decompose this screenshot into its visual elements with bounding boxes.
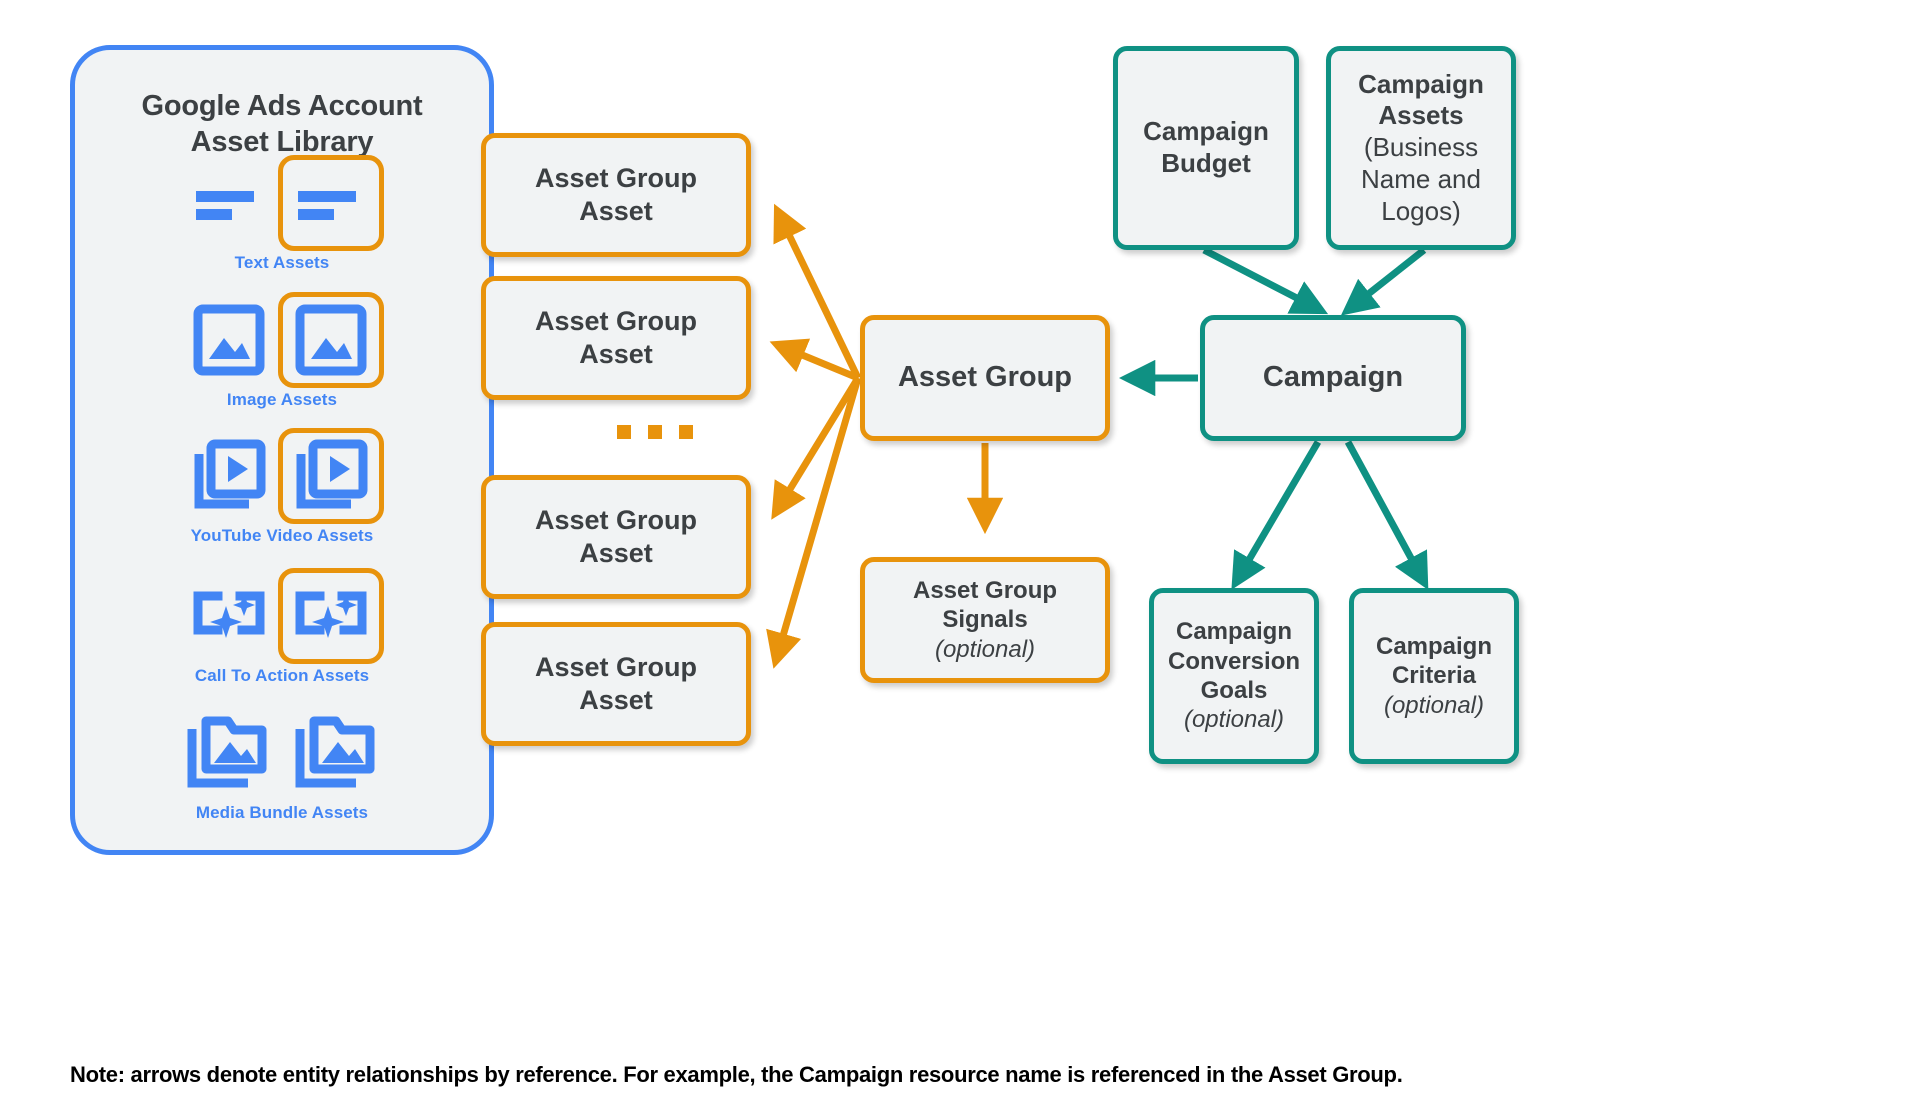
asset-group-label: Asset Group xyxy=(897,361,1073,394)
campaign-budget-line1: Campaign xyxy=(1143,116,1269,147)
asset-icons-media-bundle xyxy=(75,705,489,801)
asset-group-asset-box-1[interactable]: Asset Group Asset xyxy=(481,133,751,257)
asset-group-signals-optional: (optional) xyxy=(934,635,1036,663)
asset-row-cta[interactable]: Call To Action Assets xyxy=(75,568,489,700)
campaign-assets-line1: Campaign xyxy=(1358,68,1484,99)
asset-group-asset-line2-2: Asset xyxy=(579,339,653,369)
campaign-assets-sub2: Name and xyxy=(1361,163,1481,194)
video-play-icon xyxy=(180,428,278,524)
ccg-line1: Campaign xyxy=(1175,618,1292,646)
asset-group-asset-line1-4: Asset Group xyxy=(534,652,698,683)
asset-group-asset-box-4[interactable]: Asset Group Asset xyxy=(481,622,751,746)
asset-group-asset-line2-4: Asset xyxy=(579,685,653,715)
campaign-assets-sub1: (Business xyxy=(1363,132,1479,163)
ellipsis-dot-1 xyxy=(617,425,631,439)
asset-group-signals-box[interactable]: Asset Group Signals (optional) xyxy=(860,557,1110,683)
asset-group-asset-line1-3: Asset Group xyxy=(534,505,698,536)
asset-group-asset-box-2[interactable]: Asset Group Asset xyxy=(481,276,751,400)
media-folder-icon-2 xyxy=(287,705,385,801)
campaign-inbound-arrows xyxy=(1202,246,1427,316)
image-frame-icon xyxy=(180,292,278,388)
campaign-criteria-line1: Campaign xyxy=(1375,633,1492,661)
asset-icons-text xyxy=(75,155,489,251)
campaign-assets-box[interactable]: Campaign Assets (Business Name and Logos… xyxy=(1326,46,1516,250)
asset-icons-image xyxy=(75,292,489,388)
asset-row-video[interactable]: YouTube Video Assets xyxy=(75,428,489,560)
ellipsis-indicator xyxy=(617,425,693,439)
asset-caption-text: Text Assets xyxy=(234,253,330,272)
campaign-budget-box[interactable]: Campaign Budget xyxy=(1113,46,1299,250)
asset-row-media-bundle[interactable]: Media Bundle Assets xyxy=(75,705,489,837)
campaign-assets-line2: Assets xyxy=(1378,100,1464,131)
footer-note: Note: arrows denote entity relationships… xyxy=(70,1062,1403,1087)
campaign-assets-sub3: Logos) xyxy=(1381,195,1461,226)
campaign-budget-line2: Budget xyxy=(1161,148,1251,178)
library-title-line1: Google Ads Account xyxy=(141,90,423,122)
media-folder-icon xyxy=(179,705,277,801)
asset-group-fanout-arrows xyxy=(766,203,862,669)
text-lines-icon xyxy=(180,155,278,251)
asset-row-text[interactable]: Text Assets xyxy=(75,155,489,287)
image-frame-icon-selected[interactable] xyxy=(278,292,384,388)
asset-group-signals-line2: Signals xyxy=(942,606,1028,634)
asset-icons-video xyxy=(75,428,489,524)
ccg-line2: Conversion xyxy=(1167,647,1301,675)
ccg-line3: Goals xyxy=(1200,677,1268,704)
library-title: Google Ads Account Asset Library xyxy=(75,88,489,161)
asset-group-signals-line1: Asset Group xyxy=(912,577,1058,605)
ellipsis-dot-2 xyxy=(648,425,662,439)
campaign-criteria-box[interactable]: Campaign Criteria (optional) xyxy=(1349,588,1519,764)
asset-caption-cta: Call To Action Assets xyxy=(194,666,370,685)
asset-group-asset-line2-1: Asset xyxy=(579,196,653,226)
asset-caption-video: YouTube Video Assets xyxy=(190,526,374,545)
google-ads-asset-library-panel: Google Ads Account Asset Library xyxy=(70,45,494,855)
cta-sparkle-icon xyxy=(180,568,278,664)
asset-group-asset-line1-1: Asset Group xyxy=(534,163,698,194)
asset-caption-image: Image Assets xyxy=(226,390,338,409)
campaign-criteria-optional: (optional) xyxy=(1383,691,1485,719)
library-title-line2: Asset Library xyxy=(190,126,374,159)
asset-caption-media-bundle: Media Bundle Assets xyxy=(195,803,369,822)
asset-icons-cta xyxy=(75,568,489,664)
campaign-label: Campaign xyxy=(1262,361,1404,394)
asset-group-asset-line1-2: Asset Group xyxy=(534,306,698,337)
asset-group-asset-line2-3: Asset xyxy=(579,538,653,568)
asset-row-image[interactable]: Image Assets xyxy=(75,292,489,424)
campaign-box[interactable]: Campaign xyxy=(1200,315,1466,441)
campaign-criteria-line2: Criteria xyxy=(1391,662,1477,690)
campaign-outbound-arrows xyxy=(1231,440,1429,590)
text-lines-icon-selected[interactable] xyxy=(278,155,384,251)
asset-group-box[interactable]: Asset Group xyxy=(860,315,1110,441)
ccg-optional: (optional) xyxy=(1183,706,1285,734)
video-play-icon-selected[interactable] xyxy=(278,428,384,524)
cta-sparkle-icon-selected[interactable] xyxy=(278,568,384,664)
asset-group-asset-box-3[interactable]: Asset Group Asset xyxy=(481,475,751,599)
campaign-conversion-goals-box[interactable]: Campaign Conversion Goals (optional) xyxy=(1149,588,1319,764)
ellipsis-dot-3 xyxy=(679,425,693,439)
